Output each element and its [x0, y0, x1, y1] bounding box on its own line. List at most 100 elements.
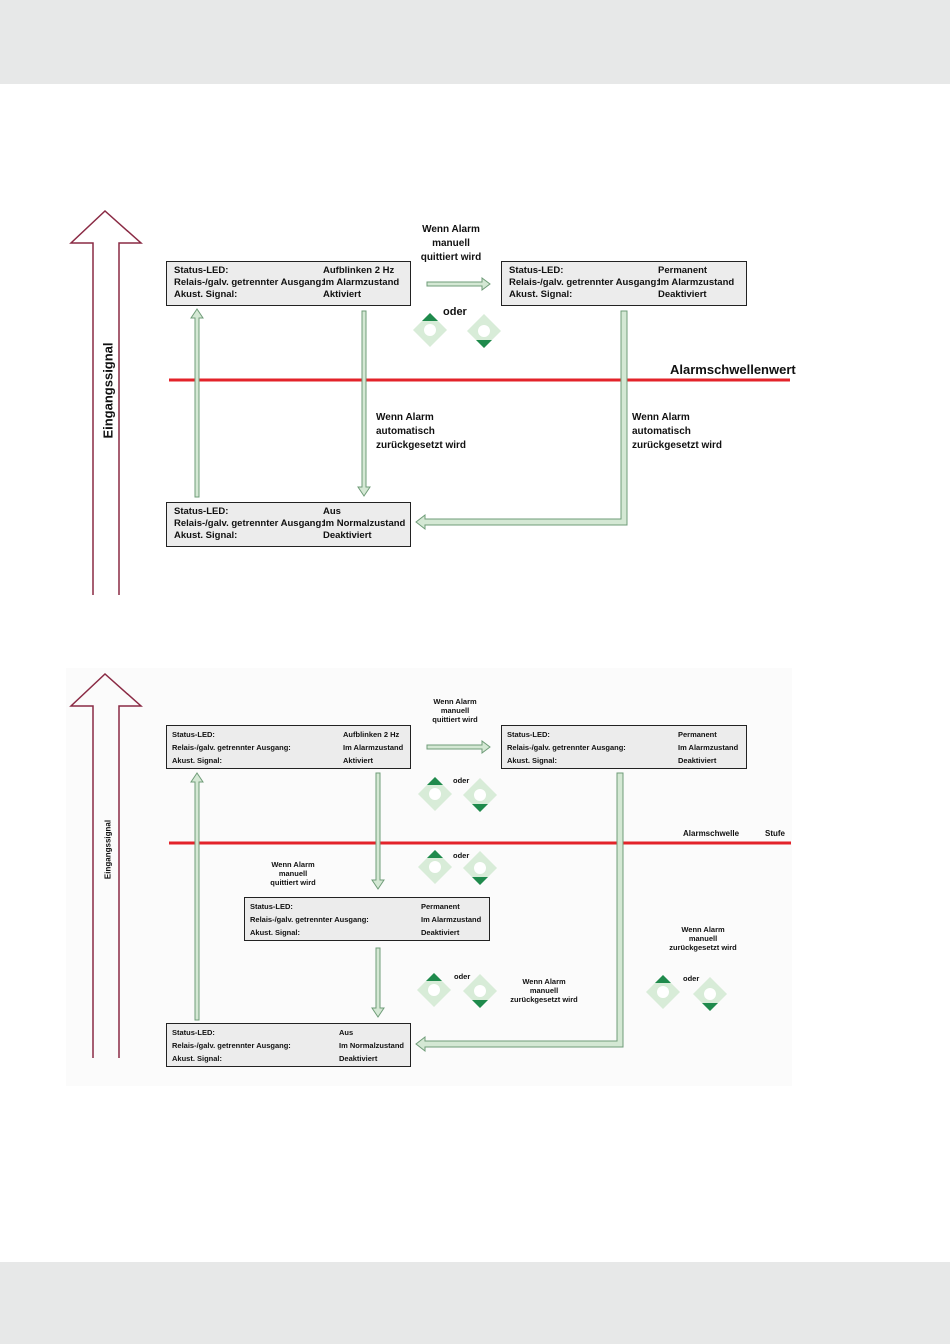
acoustic-label: Akust. Signal:	[174, 289, 238, 300]
acoustic-label: Akust. Signal:	[172, 756, 223, 765]
relay-label: Relais-/galv. getrennter Ausgang:	[172, 743, 291, 752]
auto-reset-caption-right: Wenn Alarm automatisch zurückgesetzt wir…	[632, 411, 722, 453]
keypad-up-icon	[416, 972, 451, 1007]
caption-line: automatisch	[632, 426, 691, 437]
arrow-manual-ack-2	[426, 740, 491, 754]
relay-label: Relais-/galv. getrennter Ausgang:	[172, 1041, 291, 1050]
acoustic-label: Akust. Signal:	[250, 928, 301, 937]
caption-line: zurückgesetzt wird	[669, 943, 737, 952]
caption-line: manuell	[688, 934, 718, 943]
status-led-label: Status-LED:	[507, 730, 550, 739]
caption-line: automatisch	[376, 426, 435, 437]
axis-label: Eingangssignal	[100, 342, 116, 439]
caption-line: quittiert wird	[432, 715, 478, 724]
status-led-label: Status-LED:	[174, 506, 229, 517]
relay-label: Relais-/galv. getrennter Ausgang:	[509, 277, 660, 288]
keypad-down-icon	[466, 313, 502, 349]
status-led-value: Permanent	[421, 902, 460, 911]
axis-label-2: Eingangssignal	[103, 819, 113, 880]
manual-reset-caption: Wenn Alarm manuell zurückgesetzt wird	[504, 977, 584, 1004]
relay-value: Im Normalzustand	[323, 518, 406, 529]
acknowledged-state-box-2: Status-LED: Permanent Relais-/galv. getr…	[501, 725, 747, 769]
caption-line: zurückgesetzt wird	[376, 440, 467, 451]
caption-line: Wenn Alarm	[422, 224, 480, 235]
oder-label: oder	[453, 851, 470, 860]
acknowledged-state-box: Status-LED: Permanent Relais-/galv. getr…	[501, 261, 747, 306]
oder-label: oder	[683, 974, 700, 983]
caption-line: manuell	[432, 238, 470, 249]
status-led-label: Status-LED:	[174, 265, 229, 276]
status-led-value: Aus	[323, 506, 341, 517]
relay-label: Relais-/galv. getrennter Ausgang:	[174, 277, 325, 288]
header-band	[0, 0, 950, 84]
manual-reset-caption-right: Wenn Alarm manuell zurückgesetzt wird	[663, 925, 743, 952]
acoustic-value: Aktiviert	[343, 756, 374, 765]
caption-line: Wenn Alarm	[522, 977, 566, 986]
status-led-label: Status-LED:	[172, 730, 215, 739]
caption-line: manuell	[529, 986, 559, 995]
caption-line: quittiert wird	[420, 252, 482, 263]
normal-state-box: Status-LED: Aus Relais-/galv. getrennter…	[166, 502, 411, 547]
keypad-up-icon	[417, 776, 452, 811]
acoustic-label: Akust. Signal:	[172, 1054, 223, 1063]
acoustic-value: Deaktiviert	[421, 928, 460, 937]
acoustic-label: Akust. Signal:	[507, 756, 558, 765]
manual-ack-caption: Wenn Alarm manuell quittiert wird	[405, 223, 497, 265]
manual-ack-caption-mid: Wenn Alarm manuell quittiert wird	[253, 860, 333, 887]
acoustic-label: Akust. Signal:	[174, 530, 238, 541]
keypad-up-icon	[412, 312, 448, 348]
acknowledged-below-state-box: Status-LED: Permanent Relais-/galv. getr…	[244, 897, 490, 941]
acoustic-value: Deaktiviert	[678, 756, 717, 765]
arrow-down-center-2a	[371, 772, 385, 890]
relay-value: Im Alarmzustand	[323, 277, 400, 288]
caption-line: Wenn Alarm	[681, 925, 725, 934]
alarm-state-box: Status-LED: Aufblinken 2 Hz Relais-/galv…	[166, 261, 411, 306]
keypad-down-icon	[462, 973, 497, 1008]
caption-line: Wenn Alarm	[271, 860, 315, 869]
keypad-down-icon	[462, 850, 497, 885]
caption-line: quittiert wird	[270, 878, 316, 887]
manual-ack-caption-top: Wenn Alarm manuell quittiert wird	[415, 697, 495, 724]
arrow-down-center-2b	[371, 947, 385, 1018]
caption-line: zurückgesetzt wird	[510, 995, 578, 1004]
arrow-auto-reset	[415, 310, 628, 531]
keypad-down-icon	[462, 777, 497, 812]
auto-reset-caption-left: Wenn Alarm automatisch zurückgesetzt wir…	[376, 411, 466, 453]
arrow-up-left-2	[190, 772, 204, 1021]
status-led-value: Aufblinken 2 Hz	[343, 730, 400, 739]
keypad-up-icon	[645, 974, 680, 1009]
oder-label: oder	[443, 306, 467, 318]
status-led-value: Permanent	[658, 265, 708, 276]
acoustic-value: Deaktiviert	[339, 1054, 378, 1063]
acoustic-value: Aktiviert	[323, 289, 362, 300]
status-led-value: Permanent	[678, 730, 717, 739]
relay-value: Im Alarmzustand	[421, 915, 482, 924]
relay-value: Im Alarmzustand	[678, 743, 739, 752]
relay-value: Im Alarmzustand	[343, 743, 404, 752]
keypad-down-icon	[692, 976, 727, 1011]
threshold-suffix-2: Stufe	[765, 829, 785, 838]
acoustic-value: Deaktiviert	[658, 289, 707, 300]
relay-label: Relais-/galv. getrennter Ausgang:	[174, 518, 325, 529]
caption-line: manuell	[278, 869, 308, 878]
caption-line: zurückgesetzt wird	[632, 440, 723, 451]
relay-label: Relais-/galv. getrennter Ausgang:	[507, 743, 626, 752]
threshold-label: Alarmschwellenwert	[670, 362, 796, 377]
threshold-label-2: Alarmschwelle	[683, 829, 740, 838]
relay-label: Relais-/galv. getrennter Ausgang:	[250, 915, 369, 924]
relay-value: Im Alarmzustand	[658, 277, 735, 288]
caption-line: Wenn Alarm	[376, 412, 434, 423]
oder-label: oder	[453, 776, 470, 785]
input-signal-arrow	[69, 209, 143, 595]
status-led-label: Status-LED:	[172, 1028, 215, 1037]
status-led-value: Aufblinken 2 Hz	[323, 265, 395, 276]
keypad-up-icon	[417, 849, 452, 884]
status-led-label: Status-LED:	[250, 902, 293, 911]
normal-state-box-2: Status-LED: Aus Relais-/galv. getrennter…	[166, 1023, 411, 1067]
caption-line: manuell	[440, 706, 470, 715]
arrow-up-left	[190, 308, 204, 498]
footer-band	[0, 1262, 950, 1344]
arrow-manual-ack	[426, 277, 491, 291]
caption-line: Wenn Alarm	[433, 697, 477, 706]
